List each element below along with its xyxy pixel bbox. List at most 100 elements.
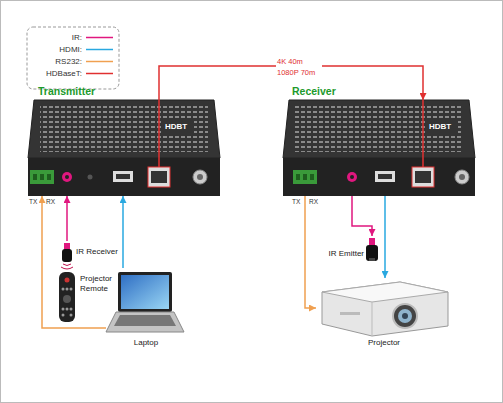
graphic-part [47, 174, 51, 180]
graphic-part [197, 174, 203, 180]
legend-text: RS232: [30, 56, 82, 67]
legend-line-sample [86, 44, 114, 55]
graphic-part [33, 174, 37, 180]
legend-row: HDBaseT: [30, 68, 82, 79]
graphic-part [422, 100, 424, 167]
graphic-part [148, 167, 170, 187]
graphic-part [40, 174, 44, 180]
signal-connector [352, 196, 372, 236]
graphic-part [88, 175, 93, 180]
projector-icon [322, 282, 448, 336]
legend-line-sample [86, 32, 114, 43]
graphic-part [40, 106, 208, 152]
label-holder: HDBT [165, 122, 187, 132]
projector-remote: Projector Remote [57, 270, 118, 324]
graphic-part [63, 264, 71, 266]
legend-line [86, 61, 113, 63]
graphic-part [70, 288, 73, 291]
laptop-icon [106, 272, 184, 332]
graphic-part [62, 249, 72, 262]
ir-emitter: IR Emitter [320, 236, 382, 268]
graphic-part [118, 272, 172, 312]
signal-connector [122, 196, 124, 268]
graphic-part [70, 308, 73, 311]
graphic-part [350, 175, 354, 179]
graphic-part [322, 282, 448, 302]
graphic-part [62, 314, 65, 317]
projector: Projector [316, 278, 454, 350]
graphic-part [106, 312, 184, 332]
brand-logo: HDBT [165, 122, 187, 132]
legend-line [86, 37, 113, 39]
graphic-part [63, 295, 71, 303]
graphic-part [412, 167, 434, 187]
graphic-part [65, 175, 69, 179]
node-label: IR Receiver [76, 247, 118, 257]
laptop: Laptop [106, 268, 188, 350]
graphic-part [66, 288, 69, 291]
graphic-part [372, 302, 373, 336]
label-holder: RX [309, 198, 318, 206]
graphic-part [61, 267, 73, 269]
node-label: Projector [316, 338, 452, 348]
graphic-part [426, 118, 458, 136]
ir-waves [61, 264, 73, 269]
ir-receiver: IR Receiver [60, 241, 120, 263]
legend-text: IR: [30, 32, 82, 43]
graphic-part [66, 308, 69, 311]
port-label: TX [29, 198, 37, 206]
legend-row: RS232: [30, 56, 82, 67]
graphic-part [283, 100, 475, 158]
graphic-part [65, 278, 70, 283]
graphic-part [158, 100, 160, 167]
signal-connector [305, 196, 316, 308]
label-holder: HDBT [429, 122, 451, 132]
graphic-part [303, 174, 307, 180]
node-label: Projector Remote [80, 274, 116, 294]
legend-line-sample [86, 68, 114, 79]
graphic-part [28, 158, 220, 196]
legend-line-sample [86, 56, 114, 67]
brand-logo: HDBT [429, 122, 451, 132]
graphic-part [310, 174, 314, 180]
graphic-part [283, 158, 475, 196]
graphic-part [375, 171, 395, 182]
graphic-part [59, 272, 75, 322]
transmitter-device [28, 100, 220, 196]
device-heading: Transmitter [38, 85, 95, 98]
ir-emitter-icon [366, 238, 378, 261]
graphic-part [62, 172, 72, 182]
node-label: IR Emitter [320, 249, 364, 259]
legend-text: HDMI: [30, 44, 82, 55]
node-label: Laptop [106, 338, 186, 348]
graphic-part [347, 172, 357, 182]
graphic-part [459, 174, 465, 180]
graphic-part [64, 243, 70, 250]
graphic-part [62, 288, 65, 291]
port-label: RX [46, 198, 55, 206]
graphic-part [366, 245, 378, 261]
graphic-part [121, 275, 169, 309]
label-holder: RX [46, 198, 55, 206]
receiver-device [283, 100, 475, 196]
graphic-part [369, 258, 375, 261]
port-label: RX [309, 198, 318, 206]
device-heading: Receiver [292, 85, 336, 98]
graphic-part [369, 238, 375, 246]
graphic-part [151, 171, 167, 183]
transmitter-box: Transmitter [28, 100, 220, 196]
signal-connector [66, 196, 68, 241]
signal-connector [384, 196, 386, 278]
graphic-part [162, 118, 194, 136]
graphic-part [402, 313, 408, 319]
legend-line [86, 73, 113, 75]
graphic-part [293, 170, 317, 184]
graphic-part [393, 304, 417, 328]
graphic-part [398, 309, 412, 323]
remote-icon [59, 272, 75, 322]
graphic-part [113, 171, 133, 182]
graphic-part [116, 174, 130, 179]
graphic-part [296, 174, 300, 180]
